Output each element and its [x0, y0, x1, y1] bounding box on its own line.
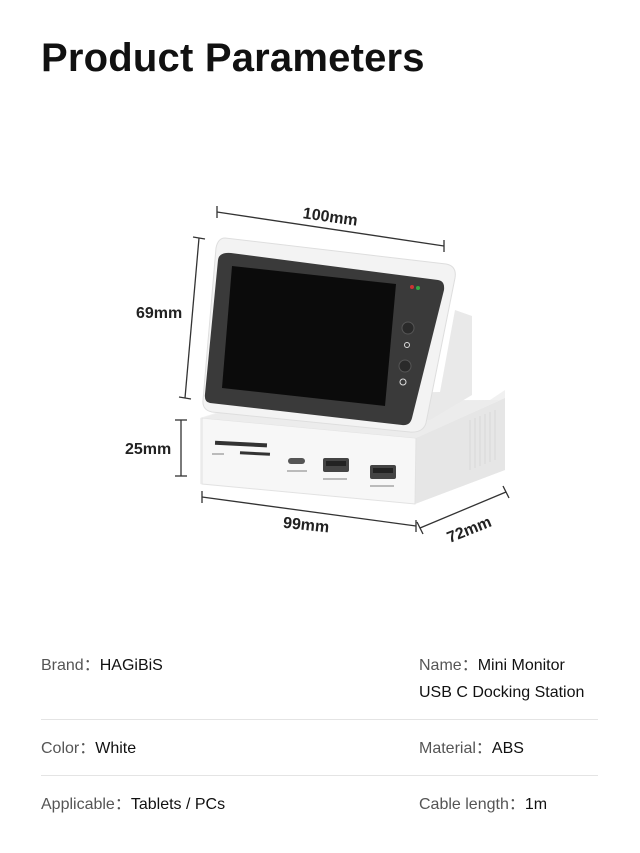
usb-c-port [288, 458, 305, 464]
dim-label-screen-height: 69mm [136, 305, 182, 322]
dim-line-depth [416, 485, 510, 535]
monitor-screen [222, 266, 396, 406]
power-led-icon [410, 285, 414, 289]
spec-applicable: Applicable：Tablets / PCs [41, 796, 226, 813]
dim-line-top [216, 206, 445, 252]
tf-card-slot [239, 451, 271, 456]
monitor-body [202, 237, 472, 433]
brightness-up-button [401, 321, 415, 335]
page-title: Product Parameters [41, 36, 425, 80]
dim-label-bottom: 99mm [282, 515, 330, 537]
spec-color: Color：White [41, 740, 137, 757]
spec-material: Material：ABS [419, 740, 524, 757]
sd-card-slot [214, 440, 268, 448]
dim-line-base-height [175, 419, 187, 477]
brightness-down-button [398, 359, 412, 373]
product-dimension-illustration: 100mm 69mm 25mm [0, 180, 640, 560]
spec-name-line2: USB C Docking Station [419, 684, 585, 701]
spec-brand: Brand：HAGiBiS [41, 657, 163, 674]
spec-cable-length: Cable length：1m [419, 796, 548, 813]
row-divider [41, 775, 598, 776]
dim-line-bottom [201, 491, 417, 532]
row-divider [41, 719, 598, 720]
dim-label-base-height: 25mm [125, 441, 171, 458]
brightness-icon [404, 342, 410, 348]
power-button-icon [399, 378, 407, 386]
dim-label-depth: 72mm [445, 514, 494, 547]
spec-name: Name：Mini Monitor [419, 657, 565, 674]
dim-line-screen-height [178, 236, 206, 400]
